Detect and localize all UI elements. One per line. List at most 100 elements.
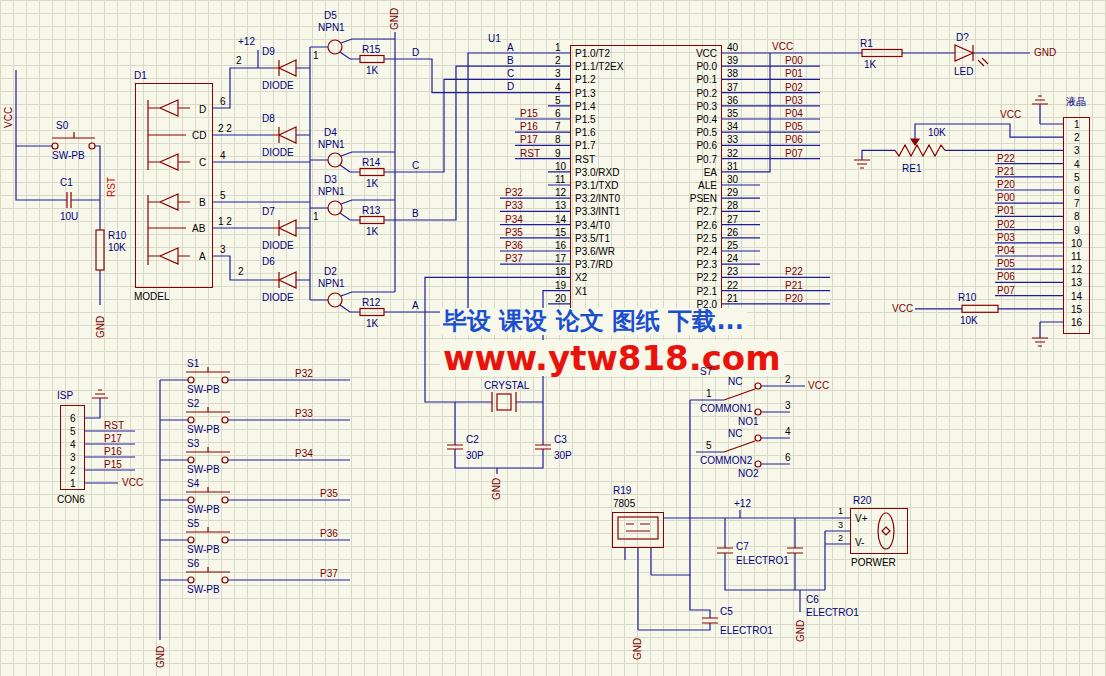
label-text: 8 <box>555 134 561 145</box>
component-box: R20V+V-PORWER <box>850 508 908 554</box>
component-symbol <box>447 392 551 449</box>
label-text: COMMON1 <box>700 403 752 414</box>
label-text: DIODE <box>262 147 294 158</box>
node-text: 2 <box>1074 132 1080 143</box>
label-text: VCC <box>1000 109 1021 120</box>
node-text: P1.3 <box>575 88 596 99</box>
wire <box>548 53 570 304</box>
node-text: 11 <box>1071 251 1081 262</box>
component-symbol <box>911 139 919 145</box>
wire <box>995 164 1040 296</box>
label-text: GND <box>155 646 166 668</box>
label-text: D5 <box>324 10 337 21</box>
component-symbol <box>755 383 761 389</box>
label-text: S4 <box>187 478 199 489</box>
node-text: AB <box>192 223 205 234</box>
component-symbol <box>188 417 194 423</box>
label-text: 6 <box>220 96 226 107</box>
label-text: P16 <box>520 121 538 132</box>
node-text: 3 <box>1074 145 1080 156</box>
node-text: 12 <box>1071 264 1082 275</box>
label-text: P17 <box>104 433 122 444</box>
label-text: P04 <box>785 108 803 119</box>
label-text: 35 <box>727 108 738 119</box>
node-text: P2.2 <box>696 272 717 283</box>
label-text: P07 <box>997 285 1015 296</box>
label-text: SW-PB <box>52 150 85 161</box>
label-text: 22 <box>727 280 738 291</box>
label-text: 2 2 <box>218 123 232 134</box>
label-text: 13 <box>555 200 566 211</box>
label-text: P20 <box>997 179 1015 190</box>
component-symbol <box>222 577 228 583</box>
node-text: P2.3 <box>696 259 717 270</box>
label-text: P00 <box>785 55 803 66</box>
label-text: 7 <box>555 121 561 132</box>
node-text: RST <box>575 154 595 165</box>
label-text: P33 <box>295 408 313 419</box>
node-text: C <box>199 157 206 168</box>
component-symbol <box>618 517 658 539</box>
label-text: D8 <box>262 113 275 124</box>
label-text: 3 <box>555 68 561 79</box>
label-text: 31 <box>727 161 738 172</box>
label-text: VCC <box>808 380 829 391</box>
label-text: R14 <box>362 157 380 168</box>
wire <box>213 50 310 280</box>
component-symbol <box>272 60 296 288</box>
label-text: P22 <box>997 153 1015 164</box>
label-text: GND <box>389 8 400 30</box>
node-text: ISP <box>57 390 73 401</box>
component-symbol <box>186 367 230 572</box>
label-text: SW-PB <box>187 584 220 595</box>
node-text: 10 <box>1071 238 1082 249</box>
label-text: SW-PB <box>187 544 220 555</box>
label-text: NPN1 <box>318 139 345 150</box>
label-text: VCC <box>772 41 793 52</box>
label-text: 18 <box>555 266 566 277</box>
wire <box>625 548 710 630</box>
node-text: 液晶 <box>1066 96 1086 107</box>
label-text: NC <box>728 376 742 387</box>
label-text: ELECTRO1 <box>736 555 789 566</box>
label-text: VCC <box>122 477 143 488</box>
node-text: P1.6 <box>575 127 596 138</box>
label-text: P35 <box>505 227 523 238</box>
label-text: 4 <box>785 426 791 437</box>
label-text: 28 <box>727 200 738 211</box>
label-text: 32 <box>727 148 738 159</box>
label-text: 29 <box>727 187 738 198</box>
label-text: ELECTRO1 <box>806 607 859 618</box>
label-text: NO2 <box>738 468 759 479</box>
node-text: EA <box>704 167 717 178</box>
wire-connector <box>664 517 850 518</box>
label-text: 9 <box>555 148 561 159</box>
node-text: PORWER <box>851 557 896 568</box>
label-text: P36 <box>505 240 523 251</box>
label-text: RST <box>104 420 124 431</box>
node-text: P0.2 <box>696 88 717 99</box>
component-symbol <box>52 132 95 208</box>
component-symbol <box>222 497 228 503</box>
label-text: R13 <box>362 205 380 216</box>
label-text: P37 <box>505 253 523 264</box>
label-text: D9 <box>262 46 275 57</box>
component-symbol <box>328 201 342 215</box>
node-text: 7805 <box>613 498 635 509</box>
label-text: P04 <box>997 245 1015 256</box>
node-text: P2.6 <box>696 220 717 231</box>
label-text: 14 <box>555 214 566 225</box>
label-text: 36 <box>727 95 738 106</box>
label-text: 1 <box>313 211 319 222</box>
component-symbol <box>222 537 228 543</box>
node-text: PSEN <box>690 193 717 204</box>
label-text: P22 <box>785 266 803 277</box>
node-text: P3.4/T0 <box>575 220 610 231</box>
label-text: 5 <box>220 190 226 201</box>
label-text: P01 <box>997 205 1015 216</box>
node-text: CD <box>192 130 206 141</box>
node-text: B <box>199 197 206 208</box>
label-text: S7 <box>700 366 712 377</box>
label-text: B <box>507 55 514 66</box>
label-text: P02 <box>785 82 803 93</box>
